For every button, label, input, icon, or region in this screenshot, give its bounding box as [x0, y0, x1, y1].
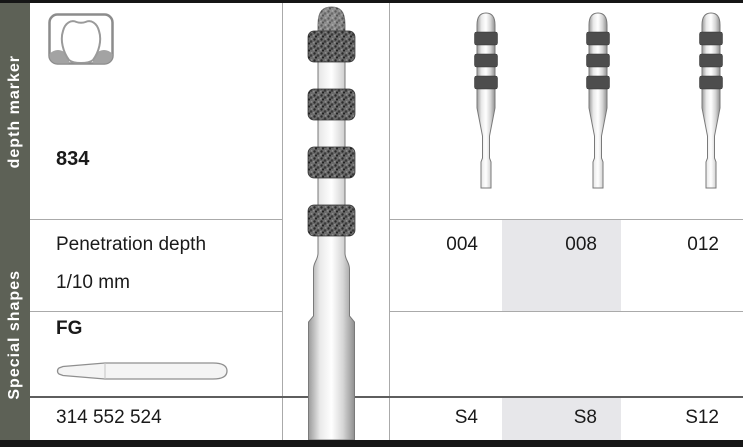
penetration-depth-unit: 1/10 mm: [56, 272, 130, 293]
diamond-depth-marker-bur-illustration: [307, 6, 356, 440]
size-code-s8: S8: [573, 407, 597, 428]
divider-row2-right: [389, 311, 743, 312]
divider-vertical-1: [282, 3, 283, 440]
sidebar-section-special-shapes: Special shapes: [0, 224, 30, 447]
category-sidebar: depth marker Special shapes: [0, 0, 30, 447]
highlight-column-size-s8: [502, 398, 621, 440]
depth-marker-bur-small-illustration: [466, 10, 506, 190]
highlight-column-penetration-008: [502, 220, 621, 311]
penetration-depth-label: Penetration depth: [56, 234, 207, 255]
size-code-s12: S12: [685, 407, 719, 428]
figure-number: 834: [56, 148, 90, 170]
divider-row1-right: [389, 219, 743, 220]
divider-vertical-2: [389, 3, 390, 440]
tooth-crown-icon: [48, 13, 114, 65]
sidebar-label-special-shapes: Special shapes: [6, 270, 23, 401]
divider-footer: [30, 396, 743, 398]
depth-marker-bur-small-illustration: [691, 10, 731, 190]
penetration-value-008: 008: [565, 234, 597, 255]
penetration-value-004: 004: [446, 234, 478, 255]
top-frame-line: [0, 0, 743, 3]
penetration-value-012: 012: [687, 234, 719, 255]
shank-type-label: FG: [56, 318, 83, 339]
sidebar-label-depth-marker: depth marker: [6, 55, 23, 169]
divider-row1-left: [30, 219, 282, 220]
fg-shank-illustration: [56, 362, 228, 380]
size-code-s4: S4: [454, 407, 478, 428]
depth-marker-bur-small-illustration: [578, 10, 618, 190]
sidebar-section-depth-marker: depth marker: [0, 0, 30, 224]
divider-row2-left: [30, 311, 282, 312]
order-number: 314 552 524: [56, 407, 162, 428]
bottom-frame-bar: [0, 440, 743, 447]
